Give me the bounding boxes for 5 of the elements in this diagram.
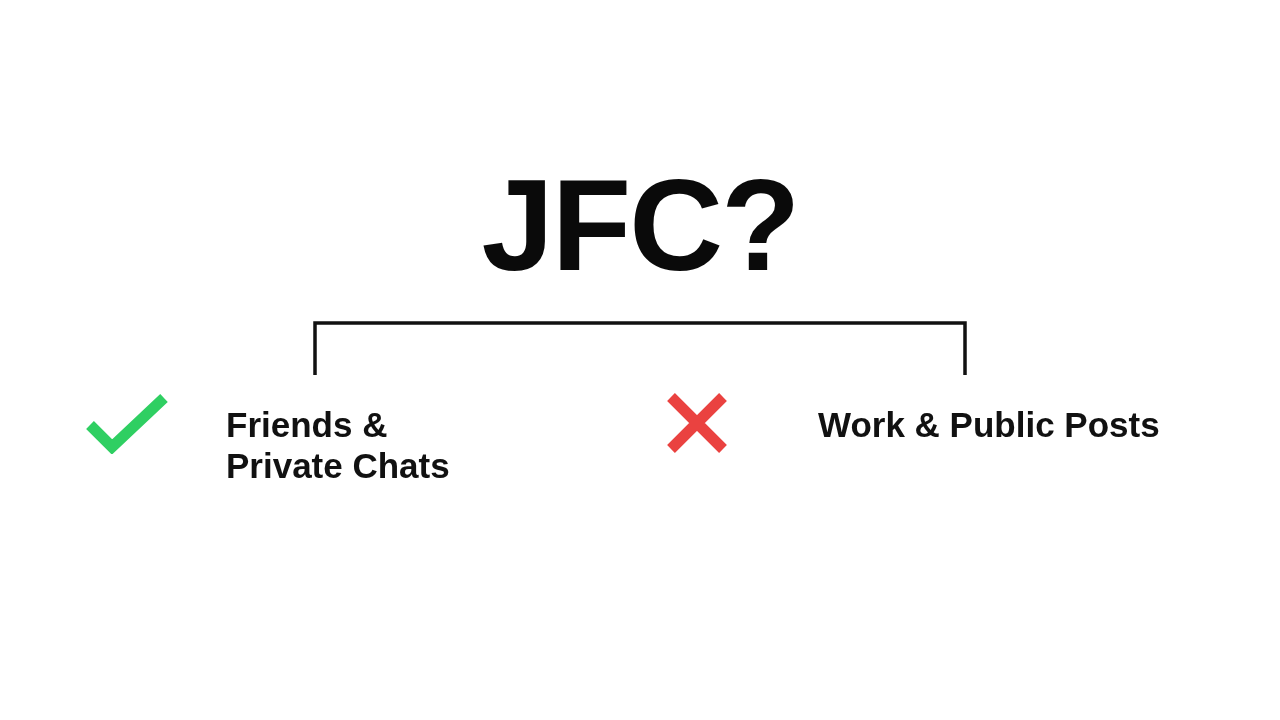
option-label: Work & Public Posts bbox=[818, 404, 1161, 445]
connector-line bbox=[640, 321, 967, 375]
title: JFC? bbox=[481, 160, 799, 290]
option-label: Friends & Private Chats bbox=[226, 404, 451, 486]
connector-line bbox=[313, 321, 640, 375]
